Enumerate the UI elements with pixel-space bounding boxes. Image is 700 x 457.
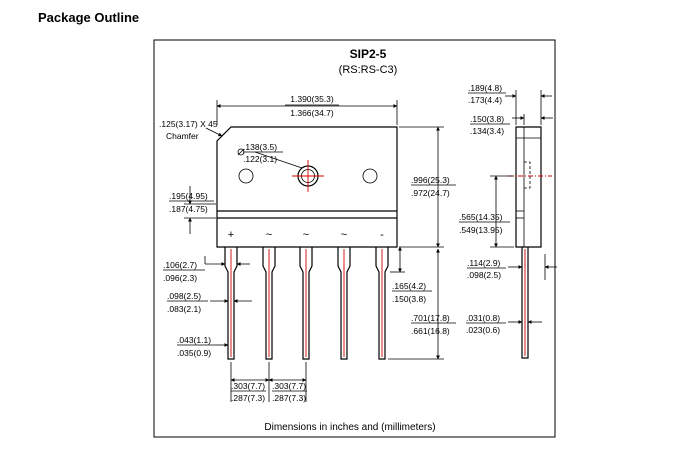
dim-tab-max: .150(3.8) [470,114,504,124]
center-mounting-hole [237,148,324,192]
terminal-ac-3: ~ [341,229,347,241]
body-height-dimension: .996(25.3) .972(24.7) [399,126,456,248]
leads [224,247,389,360]
dim-pitch1-max: .303(7.7) [231,381,265,391]
dim-lead-w1-min: .096(2.3) [163,273,197,283]
dim-side-lead-min: .098(2.5) [467,270,501,280]
front-body [216,126,398,248]
terminal-minus: - [380,229,384,241]
hole-height-dimension: .195(4.95) .187(4.75) [169,186,216,234]
package-name: SIP2-5 [350,47,387,61]
mid-height-dimension: .565(14.35) .549(13.95) [459,175,514,248]
dim-hole-dia-max: .138(3.5) [243,142,277,152]
terminal-ac-2: ~ [303,229,309,241]
package-code: (RS:RS-C3) [339,64,398,76]
page-heading: Package Outline [38,10,140,25]
lead-width-lower-dimension: .098(2.5) .083(2.1) [167,291,252,314]
dim-pitch1-min: .287(7.3) [231,393,265,403]
dim-mid-h-min: .549(13.95) [459,225,503,235]
dim-body-h-max: .996(25.3) [411,175,450,185]
dim-body-h-min: .972(24.7) [411,188,450,198]
shoulder-dimension: .165(4.2) .150(3.8) [390,246,432,304]
terminal-marks: + ~ ~ ~ - [228,229,384,241]
right-hole [362,168,378,184]
dim-lead-tip-min: .035(0.9) [177,348,211,358]
side-tip-dimension: .031(0.8) .023(0.6) [466,313,542,335]
left-hole [238,168,254,184]
chamfer-callout: .125(3.17) X 45 Chamfer [159,119,223,141]
dim-side-lead-max: .114(2.9) [467,258,501,268]
dim-lead-tip-max: .043(1.1) [177,335,211,345]
dim-lead-w1-max: .106(2.7) [163,260,197,270]
lead-tip-dimension: .043(1.1) .035(0.9) [177,335,229,358]
dim-side-tip-max: .031(0.8) [466,313,500,323]
dim-lead-len-min: .661(16.8) [411,326,450,336]
side-lead-dimension: .114(2.9) .098(2.5) [467,254,557,280]
dim-chamfer-2: Chamfer [166,131,199,141]
dim-lead-len-max: .701(17.8) [411,313,450,323]
dim-tab-min: .134(3.4) [470,126,504,136]
dim-lead-w2-min: .083(2.1) [167,304,201,314]
dim-pitch2-max: .303(7.7) [272,381,306,391]
lead-length-dimension: .701(17.8) .661(16.8) [388,248,456,360]
terminal-plus: + [228,229,234,241]
width-dimension: 1.390(35.3) 1.366(34.7) [216,94,398,125]
dim-pitch2-min: .287(7.3) [272,393,306,403]
lead-width-upper-dimension: .106(2.7) .096(2.3) [163,256,250,283]
dim-mid-h-max: .565(14.35) [459,212,503,222]
side-view [508,126,552,359]
hole-diameter-callout: .138(3.5) .122(3.1) [243,142,283,164]
dim-hole-dia-min: .122(3.1) [243,154,277,164]
dim-side-tip-min: .023(0.6) [466,325,500,335]
dimension-units-note: Dimensions in inches and (millimeters) [264,422,435,433]
dim-lead-w2-max: .098(2.5) [167,291,201,301]
dim-shoulder-max: .165(4.2) [392,281,426,291]
lead-pitch-dimension: .303(7.7) .287(7.3) .303(7.7) .287(7.3) [230,362,307,403]
dim-width-min: 1.366(34.7) [290,108,334,118]
terminal-ac-1: ~ [266,229,272,241]
dim-thick-max: .189(4.8) [468,83,502,93]
dim-hole-h-min: .187(4.75) [169,204,208,214]
dim-thick-min: .173(4.4) [468,95,502,105]
dim-width-max: 1.390(35.3) [290,94,334,104]
dim-chamfer-1: .125(3.17) X 45 [159,119,218,129]
dim-hole-h-max: .195(4.95) [169,191,208,201]
dim-shoulder-min: .150(3.8) [392,294,426,304]
tab-dimension: .150(3.8) .134(3.4) [470,114,553,136]
